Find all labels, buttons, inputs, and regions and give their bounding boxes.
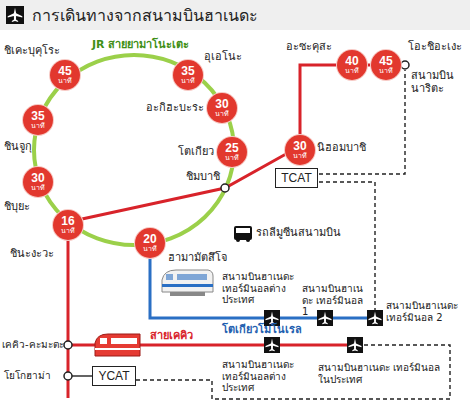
time-circle: 25นาที	[217, 137, 247, 167]
station-label: ชิมบาชิ	[186, 170, 220, 183]
minutes-number: 45	[58, 65, 71, 77]
station-label: สนามบินนาริตะ	[411, 70, 467, 95]
minutes-number: 30	[31, 172, 44, 184]
minutes-number: 35	[181, 65, 194, 77]
ycat-link	[72, 375, 92, 376]
station-label: สายเคคิว	[150, 329, 193, 342]
header-plane-icon	[6, 6, 24, 24]
station-markers	[64, 61, 409, 380]
station-label: ชินจูกุ	[4, 140, 32, 153]
minutes-unit: นาที	[31, 122, 45, 130]
station-label: อุเอโนะ	[204, 50, 242, 63]
box-label: YCAT	[98, 369, 129, 383]
station-label: โอะชิอะเงะ	[408, 40, 462, 53]
station-label: สนามบินฮาเนดะ เทอร์มินอลในประเทศ	[318, 362, 443, 385]
station-label: สนามบินฮาเนดะ เทอร์มินอล 1	[302, 283, 368, 318]
minutes-number: 25	[225, 142, 238, 154]
limousine-bus-routes	[136, 70, 450, 399]
minutes-number: 40	[345, 55, 358, 67]
time-circle: 20นาที	[135, 228, 165, 258]
minutes-number: 20	[143, 233, 156, 245]
minutes-number: 16	[61, 215, 74, 227]
minutes-number: 45	[379, 55, 392, 67]
minutes-unit: นาที	[293, 152, 307, 160]
minutes-unit: นาที	[379, 67, 393, 75]
station-label: ฮามามัตสึโจ	[168, 251, 227, 264]
station-label: ชิบุยะ	[4, 200, 30, 213]
time-circle: 30นาที	[23, 167, 53, 197]
bus-icon	[234, 226, 252, 242]
minutes-number: 30	[293, 140, 306, 152]
station-label: ชินะงะวะ	[10, 247, 54, 260]
station-label: JR สายยามาโนะเตะ	[92, 38, 189, 51]
time-circle: 45นาที	[50, 60, 80, 90]
time-circle: 40นาที	[337, 50, 367, 80]
keikyu-train	[95, 334, 140, 356]
station-label: สนามบินฮาเนดะ เทอร์มินอลต่างประเทศ	[222, 271, 302, 306]
minutes-unit: นาที	[345, 67, 359, 75]
time-circle: 30นาที	[285, 135, 315, 165]
minutes-unit: นาที	[31, 184, 45, 192]
minutes-unit: นาที	[215, 110, 229, 118]
minutes-unit: นาที	[61, 227, 75, 235]
monorail-train	[162, 270, 213, 296]
station-label: โตเกียวโมโนเรล	[222, 323, 302, 336]
station-label: สนามบินฮาเนดะ เทอร์มินอล 2	[386, 300, 466, 323]
time-circle: 35นาที	[23, 105, 53, 135]
rail-connector	[300, 65, 337, 135]
minutes-unit: นาที	[181, 77, 195, 85]
terminal-box: TCAT	[275, 168, 318, 188]
minutes-unit: นาที	[225, 154, 239, 162]
station-label: โยโกฮาม่า	[4, 370, 51, 382]
time-circle: 16นาที	[53, 210, 83, 240]
station-label: ชิเคะบุคุโระ	[4, 44, 60, 57]
station-label: สนามบินฮาเนดะ เทอร์มินอลต่างประเทศ	[222, 359, 304, 394]
time-circle: 45นาที	[371, 50, 401, 80]
yamanote-loop	[34, 55, 234, 245]
terminal-box: YCAT	[92, 366, 136, 386]
time-circle: 30นาที	[207, 93, 237, 123]
minutes-unit: นาที	[58, 77, 72, 85]
minutes-number: 30	[215, 98, 228, 110]
title-text: การเดินทางจากสนามบินฮาเนดะ	[32, 6, 258, 25]
monorail-line	[150, 256, 375, 318]
station-label: อะกิฮะบะระ	[146, 101, 204, 114]
minutes-number: 35	[31, 110, 44, 122]
box-label: TCAT	[281, 171, 311, 185]
time-circle: 35นาที	[173, 60, 203, 90]
station-label: อะซะคุสะ	[286, 40, 332, 53]
red-lines	[68, 65, 401, 398]
station-label: นิฮอมบาชิ	[317, 141, 366, 154]
station-label: โตเกียว	[178, 145, 214, 158]
legend-text: รถลีมูซีนสนามบิน	[256, 226, 341, 239]
minutes-unit: นาที	[143, 245, 157, 253]
station-label: เคคิว-คะมะตะ	[2, 339, 64, 351]
